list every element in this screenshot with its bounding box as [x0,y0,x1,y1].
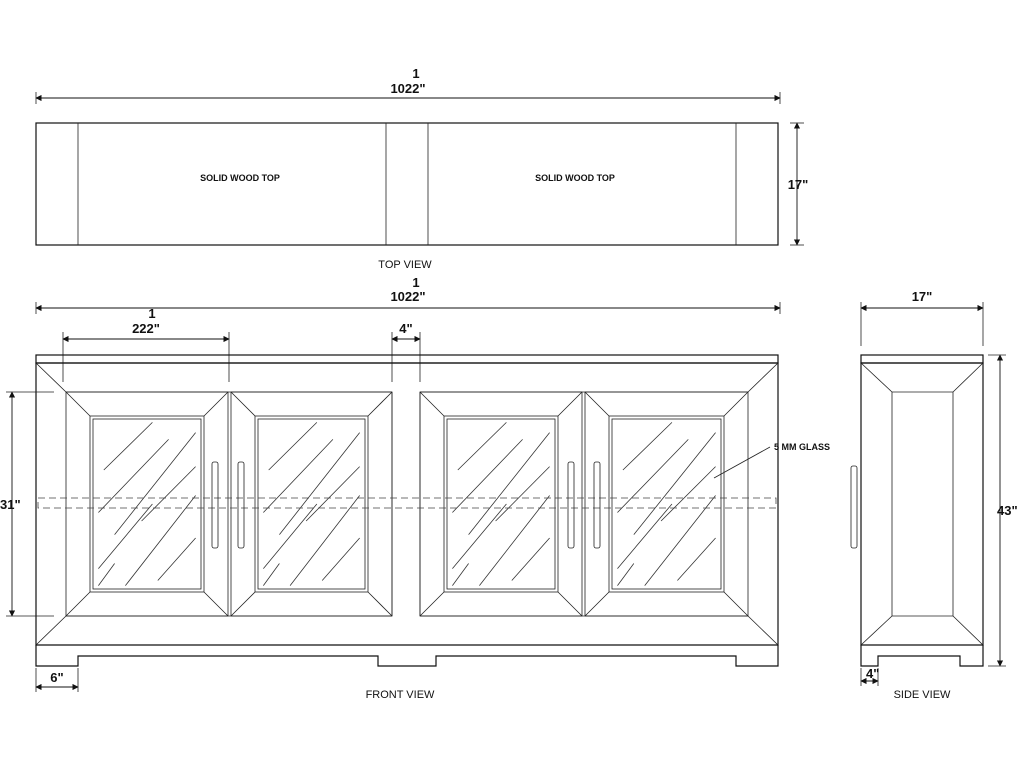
glass-hatch-stroke [644,495,716,586]
glass-hatch-stroke [660,466,716,522]
gap-dimension: 4" [391,321,421,382]
door-width-dimension: 1 222" [62,306,230,382]
glass-hatch-stroke [98,439,169,513]
front-top-slab [35,354,779,364]
door-width-numerator: 1 [148,306,155,321]
top-depth-dimension: 17" [788,122,809,246]
glass-hatch-stroke [279,432,360,535]
side-width-dimension: 17" [860,289,984,346]
hidden-shelf [37,497,777,509]
side-leg-label: 4" [866,666,879,681]
side-height-label: 43" [997,503,1018,518]
glass-pane [611,418,722,590]
door-2 [230,391,393,617]
front-view: 1 1022" 1 222" 4" [0,275,830,701]
side-height-dimension: 43" [988,354,1018,667]
front-height-dimension: 31" [0,391,54,617]
gap-label: 4" [399,321,412,336]
glass-hatching [98,422,716,586]
glass-hatch-stroke [452,503,507,569]
glass-hatch-stroke [452,563,469,586]
glass-pane [446,418,556,590]
glass-hatch-stroke [305,466,360,522]
glass-pane [257,418,366,590]
glass-hatch-stroke [617,563,635,586]
front-body-outline [35,362,779,646]
top-depth-label: 17" [788,177,809,192]
side-view: 17" 43" 4" SIDE VIEW [850,289,1018,701]
glass-callout-leader [713,446,771,479]
glass-hatch-stroke [263,563,280,586]
glass-hatch-stroke [321,537,360,581]
front-base [35,645,779,667]
leg-label: 6" [50,670,63,685]
side-leg-dimension: 4" [860,666,879,686]
side-view-title: SIDE VIEW [894,689,951,701]
door-1 [65,391,229,617]
door-handle [211,461,219,549]
front-height-label: 31" [0,497,21,512]
glass-hatch-stroke [622,422,673,471]
leg-dimension: 6" [35,668,79,692]
door-width-label: 222" [132,321,160,336]
glass-hatch-stroke [263,439,334,513]
glass-hatch-stroke [98,563,115,586]
front-view-title: FRONT VIEW [366,689,435,701]
glass-hatch-stroke [468,432,550,535]
glass-hatch-stroke [157,537,196,581]
glass-hatch-stroke [617,503,673,569]
glass-hatch-stroke [457,422,507,471]
glass-hatch-stroke [677,537,716,581]
top-panel-label-right: SOLID WOOD TOP [535,173,615,183]
side-top-slab [860,354,984,364]
glass-hatch-stroke [141,466,196,522]
glass-hatch-stroke [495,466,550,522]
glass-hatch-stroke [511,537,550,581]
glass-hatch-stroke [98,503,153,569]
side-body-outline [860,362,984,646]
top-panel-label-left: SOLID WOOD TOP [200,173,280,183]
door-handle [237,461,245,549]
front-width-dimension: 1 1022" [35,275,781,314]
door-handle [567,461,575,549]
glass-hatch-stroke [114,432,196,535]
glass-hatch-stroke [268,422,318,471]
door-3 [419,391,583,617]
glass-hatch-stroke [633,432,716,535]
glass-hatch-stroke [263,503,318,569]
glass-label: 5 MM GLASS [774,442,830,452]
side-base [860,645,984,667]
front-width-numerator: 1 [412,275,419,290]
top-width-numerator: 1 [412,66,419,81]
door-handle [593,461,601,549]
side-width-label: 17" [912,289,933,304]
glass-hatch-stroke [103,422,153,471]
top-width-label: 1022" [390,81,425,96]
top-view-title: TOP VIEW [378,259,432,271]
front-width-label: 1022" [390,289,425,304]
glass-hatch-stroke [452,439,523,513]
top-outline [35,122,779,246]
top-view: 1 1022" SOLID WOOD TOP SOLID WOOD TOP 17… [35,66,809,271]
glass-hatch-stroke [617,439,689,513]
side-handle [850,465,858,549]
top-width-dimension: 1 1022" [35,66,781,104]
glass-hatch-stroke [289,495,360,586]
glass-hatch-stroke [479,495,550,586]
glass-pane [92,418,202,590]
door-4 [584,391,749,617]
glass-hatch-stroke [125,495,196,586]
